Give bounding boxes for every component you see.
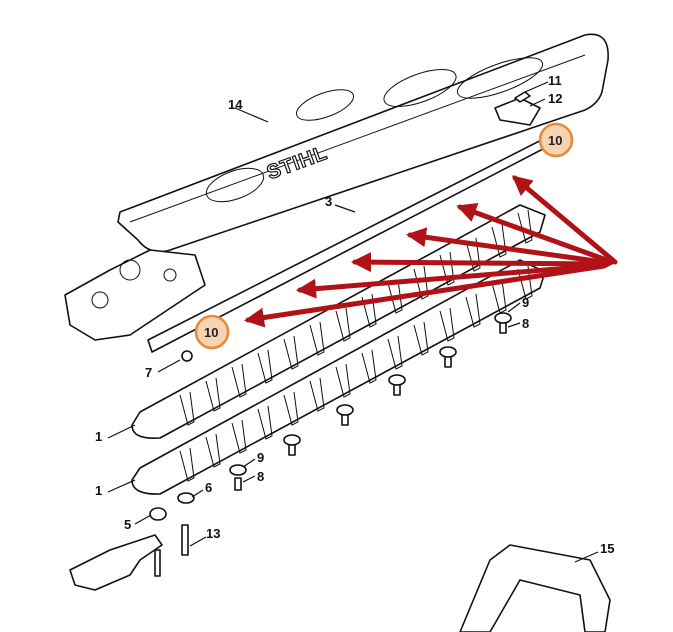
label-clip: 12 xyxy=(548,91,562,106)
blade-tooth xyxy=(205,433,221,468)
blade-tooth xyxy=(283,391,299,426)
highlight-callout: 10 xyxy=(194,314,230,350)
blade-tooth xyxy=(439,307,455,342)
blade-tooth xyxy=(465,237,481,272)
blade-tooth xyxy=(335,307,351,342)
hardware xyxy=(149,312,512,577)
label-screw-top: 11 xyxy=(548,73,562,88)
highlight-callout: 10 xyxy=(538,122,574,158)
gear-housing xyxy=(64,249,206,341)
highlight-label: 10 xyxy=(204,325,218,340)
blade-tooth xyxy=(257,349,273,384)
blade-tooth xyxy=(517,265,533,300)
label-cover: 14 xyxy=(228,97,243,112)
blade-tooth xyxy=(309,321,325,356)
label-part-7: 7 xyxy=(145,365,152,380)
blade-tooth xyxy=(413,321,429,356)
blade-tooth xyxy=(257,405,273,440)
leader-lines xyxy=(107,81,599,563)
blade-tooth xyxy=(231,363,247,398)
blade-tooth xyxy=(439,251,455,286)
clip xyxy=(494,91,541,126)
label-bolt-13: 13 xyxy=(206,526,220,541)
blade-tooth xyxy=(491,223,507,258)
highlight-label: 10 xyxy=(548,133,562,148)
blade-tooth xyxy=(283,335,299,370)
blade-tooth xyxy=(231,419,247,454)
blade-tooth xyxy=(309,377,325,412)
blade-tooth xyxy=(491,279,507,314)
label-bar: 3 xyxy=(325,194,332,209)
blade-cover: STIHL xyxy=(117,33,609,253)
blade-tooth xyxy=(361,293,377,328)
base-plate xyxy=(69,534,163,591)
blade-tooth xyxy=(179,391,195,426)
blade-tooth xyxy=(205,377,221,412)
blade-tooth xyxy=(179,447,195,482)
blade-tooth xyxy=(335,363,351,398)
label-washer-6: 6 xyxy=(205,480,212,495)
label-guard-15: 15 xyxy=(600,541,614,556)
label-blade-upper: 1 xyxy=(95,429,102,444)
guard xyxy=(459,544,611,632)
label-nut-5: 5 xyxy=(124,517,131,532)
label-washer-mid: 9 xyxy=(257,450,264,465)
blade-tooth xyxy=(361,349,377,384)
red-arrows xyxy=(244,175,618,328)
label-screw-right: 8 xyxy=(522,316,529,331)
label-screw-mid: 8 xyxy=(257,469,264,484)
label-washer-right: 9 xyxy=(522,295,529,310)
blade-tooth xyxy=(465,293,481,328)
blade-tooth xyxy=(387,335,403,370)
label-blade-lower: 1 xyxy=(95,483,102,498)
